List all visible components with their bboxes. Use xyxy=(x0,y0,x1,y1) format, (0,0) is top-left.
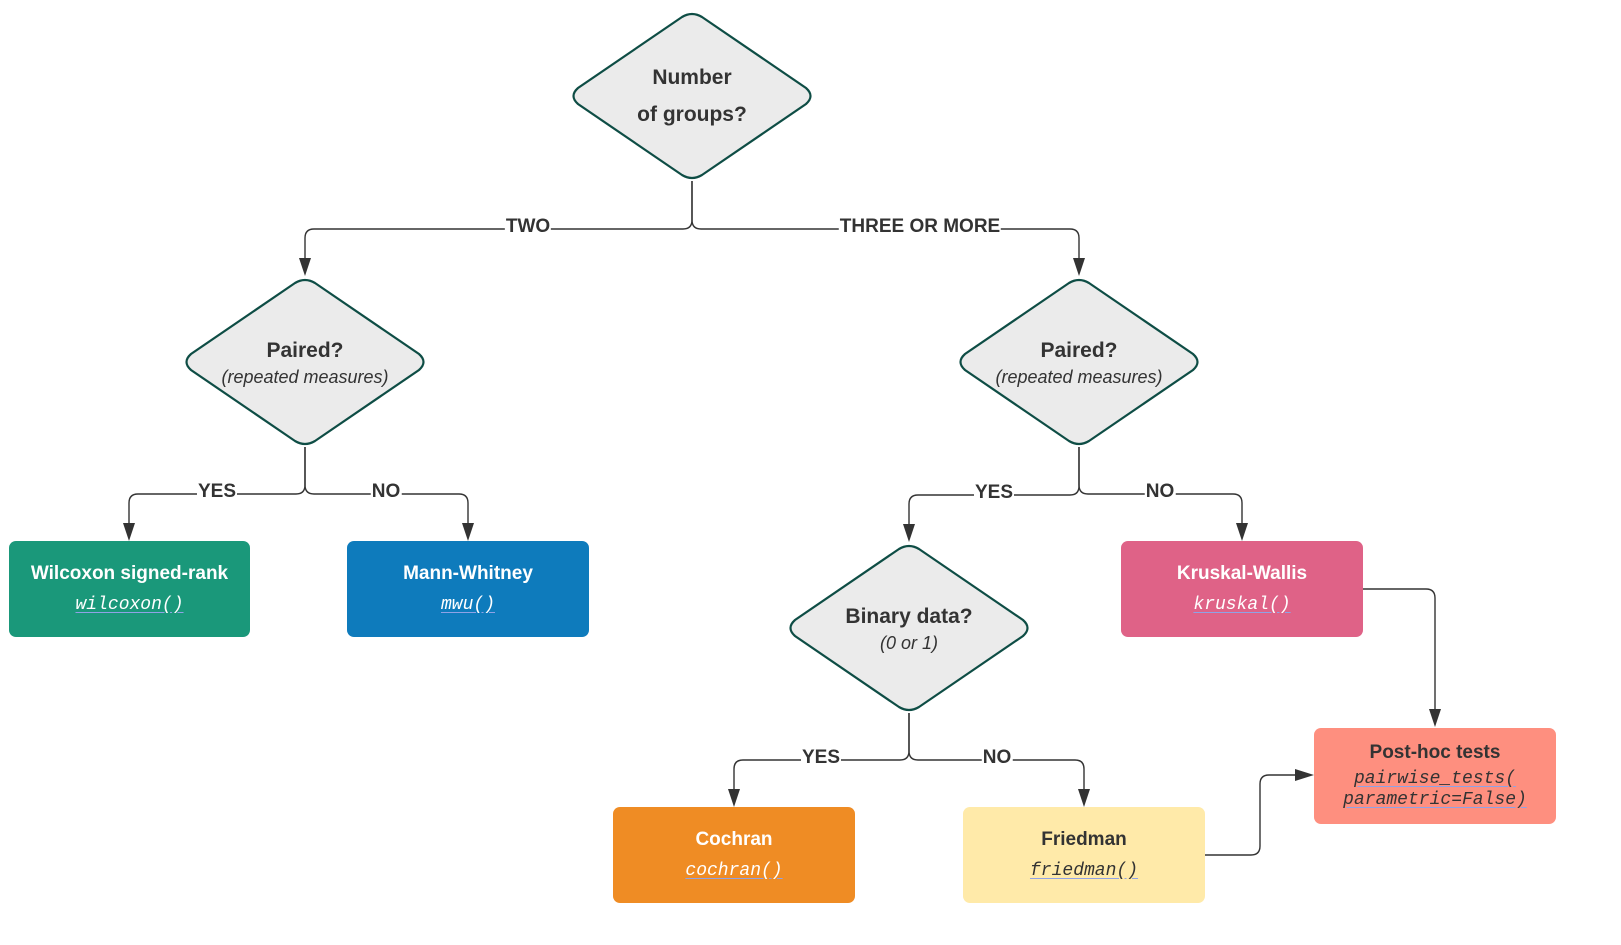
arrowhead xyxy=(462,523,474,541)
test-title: Wilcoxon signed-rank xyxy=(30,563,229,584)
edge-label-yes: YES xyxy=(973,482,1015,503)
test-title: Mann-Whitney xyxy=(403,563,533,584)
test-function-code: pairwise_tests( parametric=False) xyxy=(1343,769,1527,810)
decision-subtitle: (repeated measures) xyxy=(995,367,1163,387)
test-box-friedman: Friedman friedman() xyxy=(963,807,1205,903)
test-title: Kruskal-Wallis xyxy=(1176,563,1308,584)
test-function-code: kruskal() xyxy=(1193,595,1291,615)
arrowhead xyxy=(123,523,135,541)
decision-subtitle: (repeated measures) xyxy=(221,367,389,387)
test-box-post-hoc: Post-hoc tests pairwise_tests( parametri… xyxy=(1314,728,1556,824)
test-box-kruskal-wallis: Kruskal-Wallis kruskal() xyxy=(1121,541,1363,637)
test-function-code: cochran() xyxy=(685,861,783,881)
test-function-code: wilcoxon() xyxy=(75,595,184,615)
test-function-code: mwu() xyxy=(440,595,495,615)
arrowhead xyxy=(1073,258,1085,276)
decision-subtitle: (0 or 1) xyxy=(879,633,939,653)
arrowhead xyxy=(728,789,740,807)
decision-title: of groups? xyxy=(637,103,747,126)
test-box-mann-whitney: Mann-Whitney mwu() xyxy=(347,541,589,637)
decision-title: Number xyxy=(652,66,732,89)
test-title: Friedman xyxy=(1041,829,1127,850)
arrowhead xyxy=(299,258,311,276)
edge-label-no: NO xyxy=(1144,481,1176,502)
arrowhead xyxy=(1295,769,1314,781)
edge-groups-to-two xyxy=(304,181,693,260)
edge-label-yes: YES xyxy=(196,481,238,502)
decision-paired-three-diamond xyxy=(959,278,1199,446)
decision-number-of-groups: Number of groups? xyxy=(637,59,747,133)
edge-label-two: TWO xyxy=(504,216,552,237)
test-function-code: friedman() xyxy=(1029,861,1139,881)
edge-label-yes: YES xyxy=(800,747,842,768)
test-box-wilcoxon: Wilcoxon signed-rank wilcoxon() xyxy=(9,541,250,637)
decision-title: Binary data? xyxy=(845,605,973,628)
decision-binary-diamond xyxy=(789,544,1029,712)
decision-paired-two-diamond xyxy=(185,278,425,446)
decision-paired-three: Paired? (repeated measures) xyxy=(995,336,1162,388)
decision-binary-data: Binary data? (0 or 1) xyxy=(845,602,972,654)
test-title: Cochran xyxy=(695,829,773,850)
arrowhead xyxy=(1078,789,1090,807)
test-box-cochran: Cochran cochran() xyxy=(613,807,855,903)
arrowhead xyxy=(1236,523,1248,541)
test-title: Post-hoc tests xyxy=(1369,742,1501,763)
arrowhead xyxy=(1429,709,1441,727)
decision-title: Paired? xyxy=(266,339,344,362)
edge-label-three-or-more: THREE OR MORE xyxy=(838,216,1002,237)
decision-title: Paired? xyxy=(1040,339,1118,362)
edge-label-no: NO xyxy=(370,481,402,502)
decision-paired-two: Paired? (repeated measures) xyxy=(221,336,388,388)
arrowhead xyxy=(903,524,915,542)
edge-friedman-to-posthoc xyxy=(1205,774,1297,856)
edge-label-no: NO xyxy=(981,747,1013,768)
edge-kruskal-to-posthoc xyxy=(1362,588,1436,711)
decision-number-of-groups-diamond xyxy=(572,12,812,180)
